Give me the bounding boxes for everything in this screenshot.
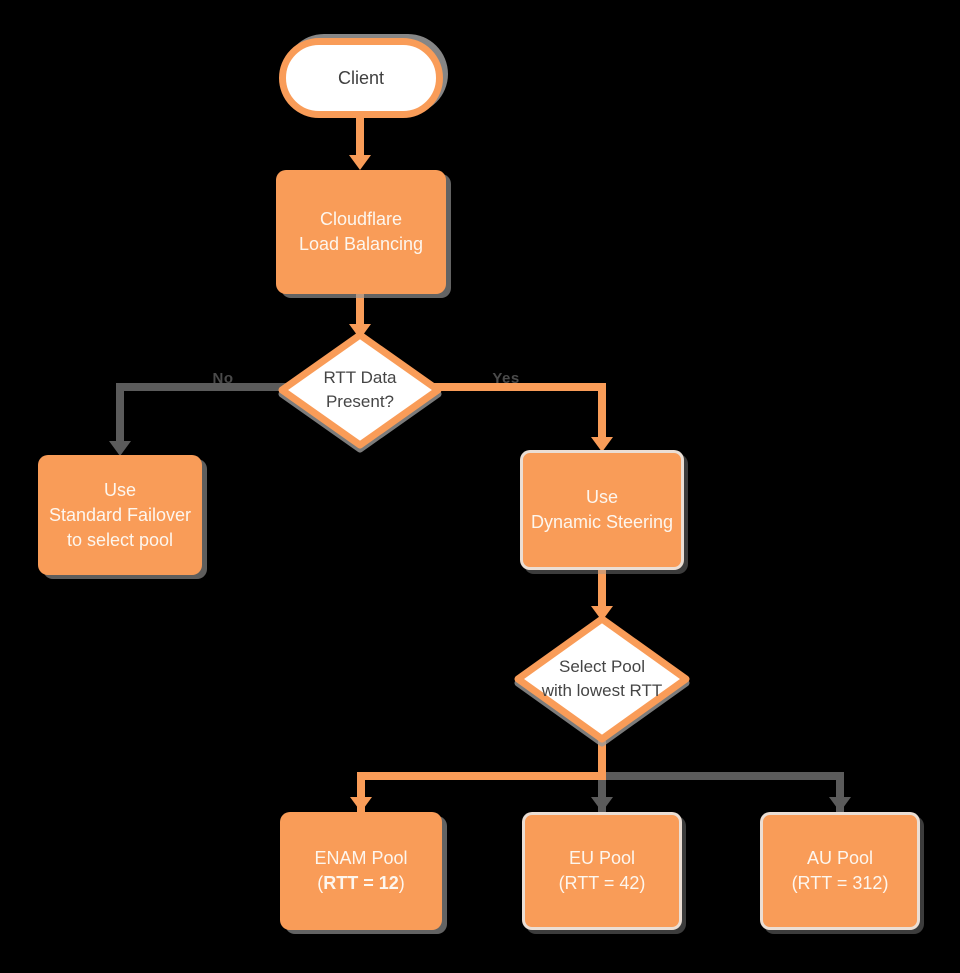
edge-client-to-cloudflare <box>356 115 364 163</box>
arrowhead-icon <box>591 797 613 812</box>
node-rtt-data-present-decision: RTT Data Present? <box>272 325 448 455</box>
edge-to-enam-horizontal <box>357 772 606 780</box>
node-label-line: Present? <box>325 392 395 411</box>
rtt-value-bold: RTT = 12 <box>323 873 399 893</box>
node-label-line: Select Pool <box>559 657 645 676</box>
node-label-line: (RTT = 12) <box>317 871 405 896</box>
node-client: Client <box>279 38 443 118</box>
node-label-line: Standard Failover <box>48 504 192 525</box>
edge-to-enam-stub <box>598 741 606 780</box>
edge-yes-vertical <box>598 383 606 441</box>
arrowhead-icon <box>591 606 613 621</box>
node-label-line: Cloudflare <box>319 209 403 229</box>
node-label-line: RTT Data <box>323 368 397 387</box>
node-label-line: to select pool <box>66 529 174 550</box>
node-au-pool: AU Pool (RTT = 312) <box>760 812 920 930</box>
node-eu-pool: EU Pool (RTT = 42) <box>522 812 682 930</box>
node-standard-failover: Use Standard Failover to select pool <box>38 455 202 575</box>
arrowhead-icon <box>349 155 371 170</box>
edge-to-enam-vertical <box>357 772 365 812</box>
node-enam-pool: ENAM Pool (RTT = 12) <box>280 812 442 930</box>
paren-close: ) <box>398 873 405 893</box>
node-label-line: (RTT = 42) <box>558 873 646 893</box>
edge-to-au-pool-vertical <box>836 772 844 812</box>
diamond-shape <box>278 331 442 449</box>
arrowhead-icon <box>109 441 131 456</box>
edge-to-au-pool-horizontal <box>602 772 844 780</box>
node-label-line: AU Pool <box>806 848 874 868</box>
node-client-label: Client <box>337 67 385 88</box>
node-select-pool-decision: Select Pool with lowest RTT <box>510 609 694 749</box>
node-label-line: Load Balancing <box>298 234 424 254</box>
edge-dynamic-to-select <box>598 568 606 612</box>
node-label-line: Use <box>103 479 136 500</box>
arrowhead-icon <box>591 437 613 452</box>
node-cloudflare-load-balancing: Cloudflare Load Balancing <box>276 170 446 294</box>
node-label: RTT Data Present? <box>272 325 448 455</box>
edge-no-horizontal <box>118 383 288 391</box>
node-label-line: Use <box>585 487 618 507</box>
paren-open: ( <box>317 873 324 893</box>
node-label-line: EU Pool <box>568 848 636 868</box>
edge-label-no: No <box>212 370 234 387</box>
node-label-line: (RTT = 312) <box>791 873 889 893</box>
edge-label-yes: Yes <box>492 370 520 387</box>
arrowhead-icon <box>350 797 372 812</box>
arrowhead-icon <box>829 797 851 812</box>
diamond-shape <box>514 615 690 743</box>
node-label-line: with lowest RTT <box>541 681 663 700</box>
node-label-line: Dynamic Steering <box>530 512 674 532</box>
node-dynamic-steering: Use Dynamic Steering <box>520 450 684 570</box>
edge-no-vertical <box>116 383 124 445</box>
node-label-line: ENAM Pool <box>314 848 408 868</box>
edge-yes-horizontal <box>433 383 604 391</box>
node-label: Select Pool with lowest RTT <box>510 609 694 749</box>
edge-cloudflare-to-decision <box>356 292 364 332</box>
